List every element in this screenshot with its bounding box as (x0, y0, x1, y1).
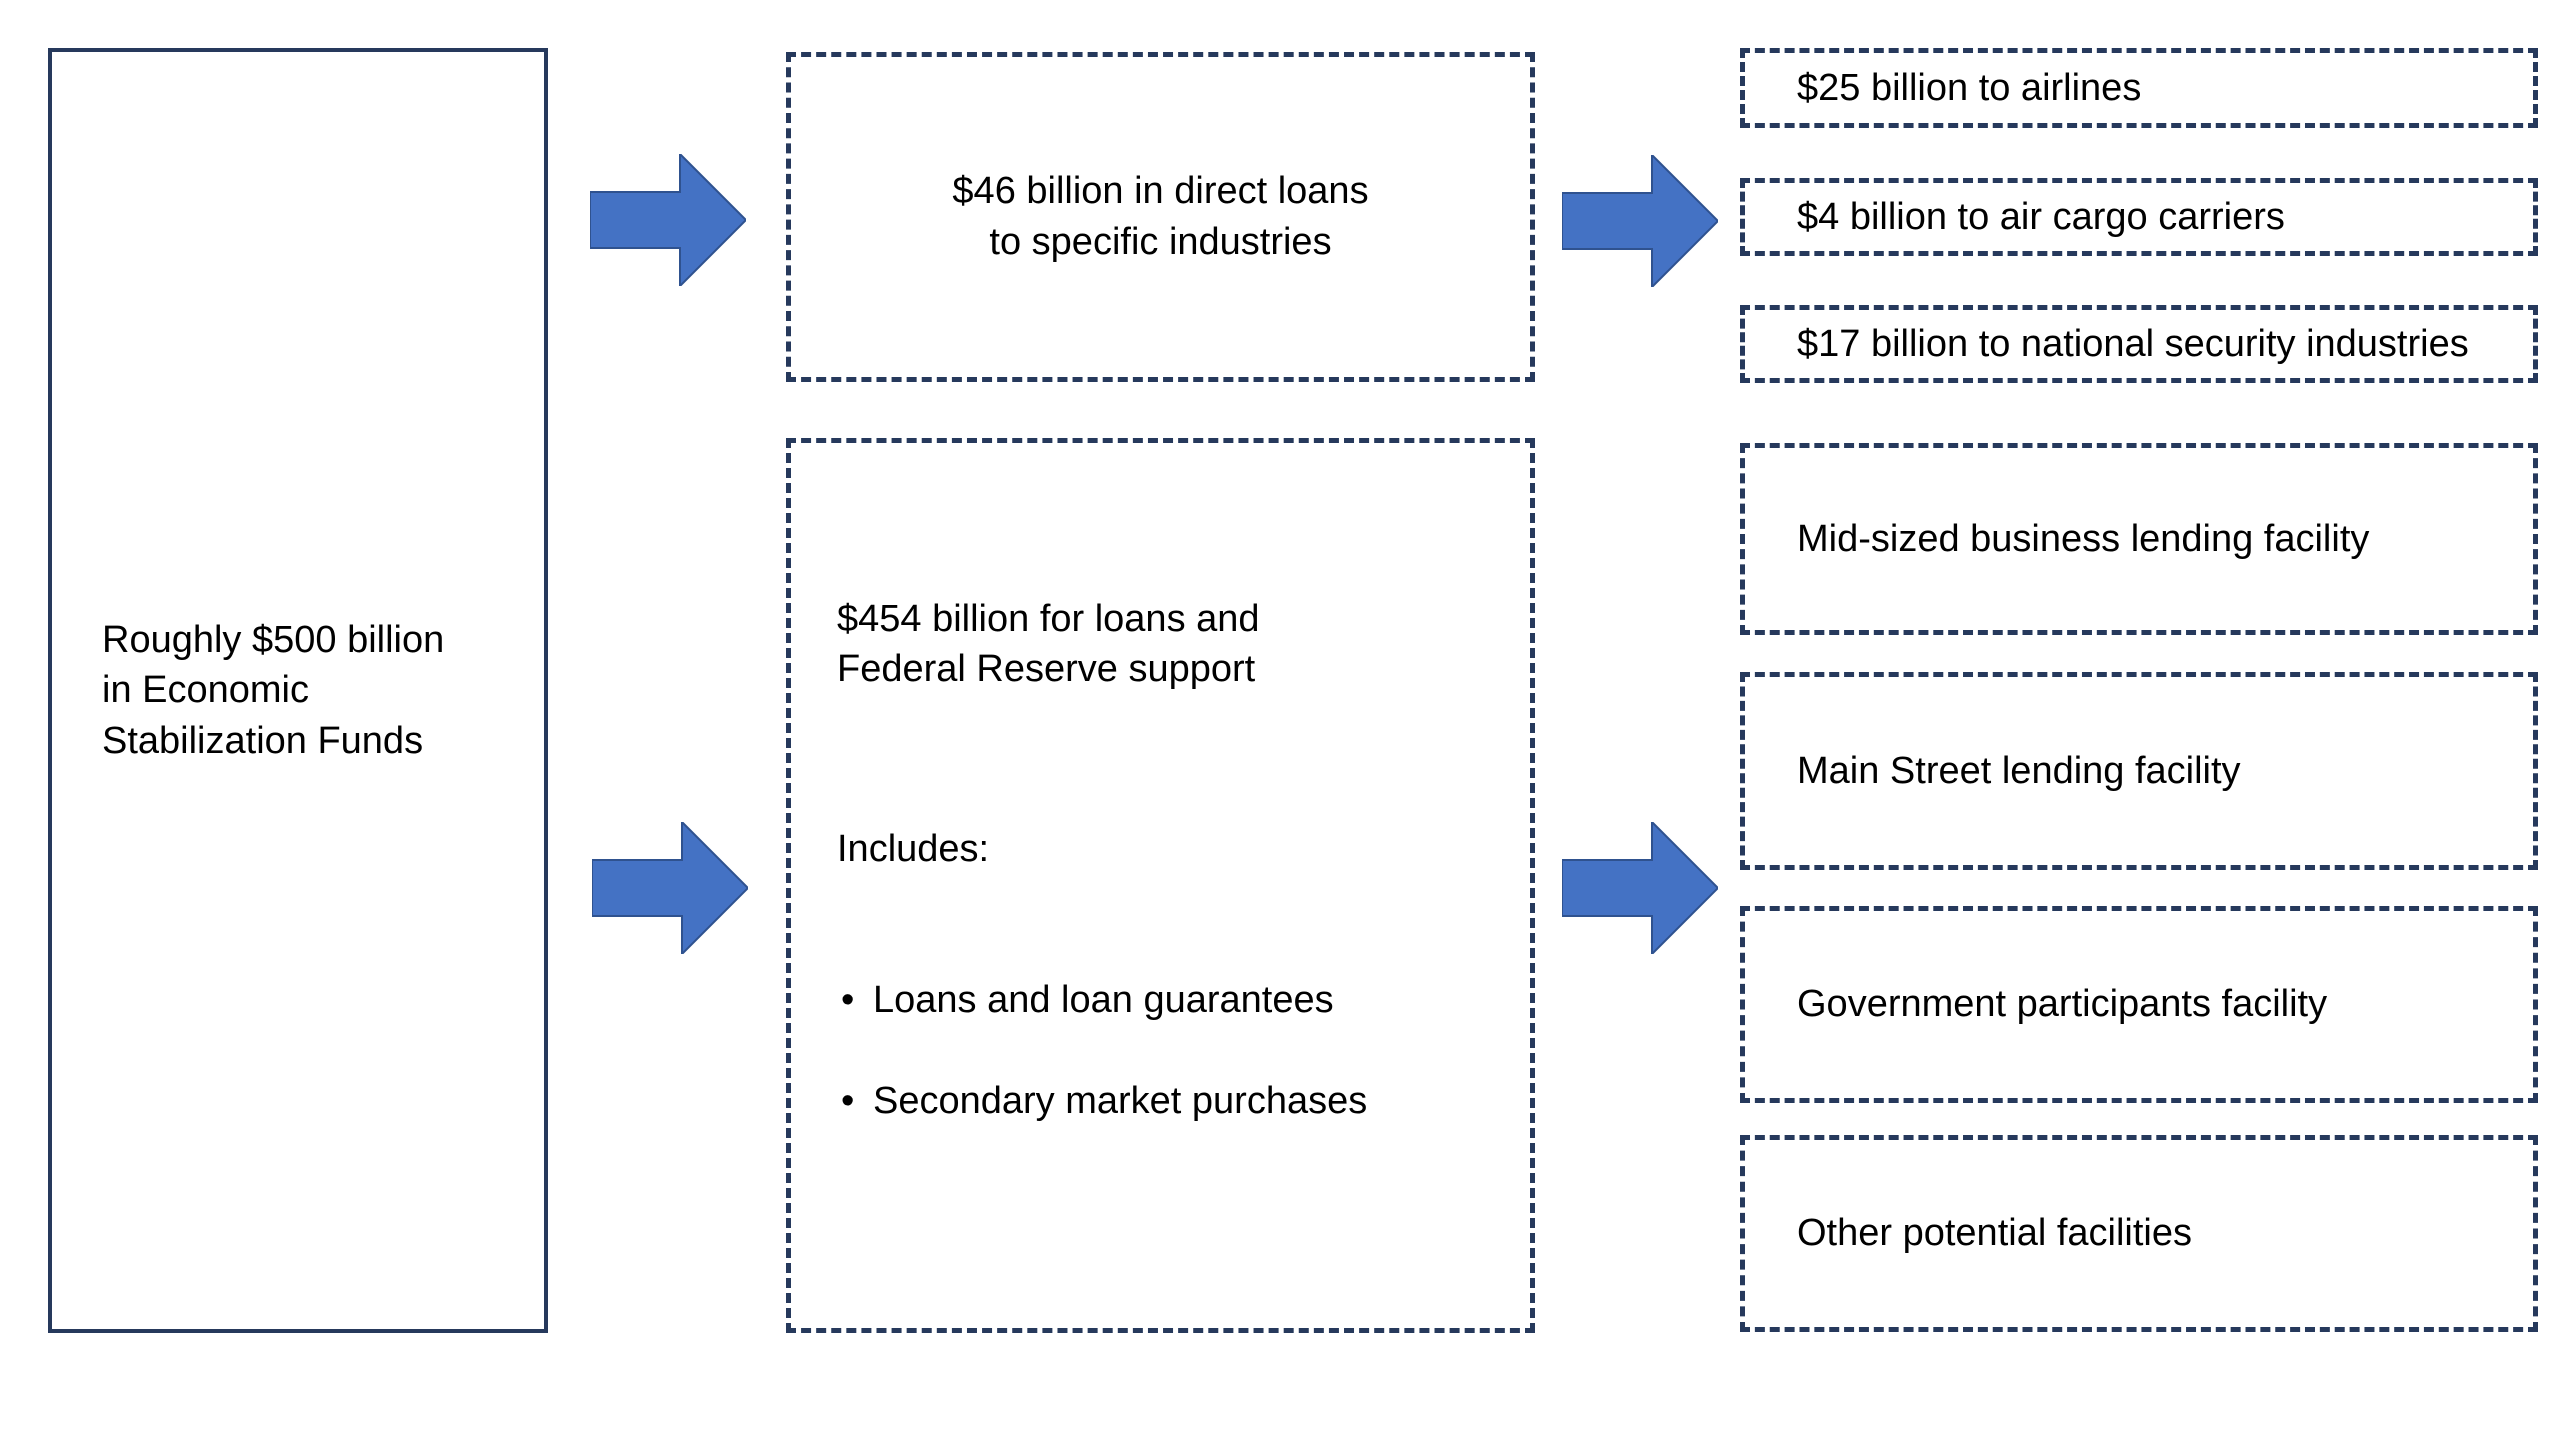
node-government-participants[interactable]: Government participants facility (1740, 906, 2538, 1103)
arrow-direct-loans-to-industries (1562, 155, 1718, 287)
node-label-main-street: Main Street lending facility (1797, 749, 2241, 792)
node-mid-sized-business[interactable]: Mid-sized business lending facility (1740, 443, 2538, 635)
node-direct-loans[interactable]: $46 billion in direct loans to specific … (786, 52, 1535, 382)
list-item: Secondary market purchases (837, 1076, 1484, 1127)
node-economic-stabilization-funds[interactable]: Roughly $500 billion in Economic Stabili… (48, 48, 548, 1333)
node-label-other-potential: Other potential facilities (1797, 1212, 2192, 1255)
node-label-direct-loans: $46 billion in direct loans to specific … (952, 170, 1369, 263)
arrow-master-to-direct-loans (590, 154, 746, 286)
list-item: Loans and loan guarantees (837, 975, 1484, 1026)
node-label-national-security: $17 billion to national security industr… (1797, 322, 2469, 365)
node-airlines[interactable]: $25 billion to airlines (1740, 48, 2538, 128)
node-label-mid-sized-business: Mid-sized business lending facility (1797, 517, 2370, 560)
node-label-economic-stabilization-funds: Roughly $500 billion in Economic Stabili… (102, 618, 445, 762)
node-air-cargo[interactable]: $4 billion to air cargo carriers (1740, 178, 2538, 256)
arrow-master-to-fed-support (592, 822, 748, 954)
node-label-airlines: $25 billion to airlines (1797, 66, 2142, 109)
node-other-potential[interactable]: Other potential facilities (1740, 1135, 2538, 1332)
node-label-air-cargo: $4 billion to air cargo carriers (1797, 195, 2285, 238)
node-national-security[interactable]: $17 billion to national security industr… (1740, 305, 2538, 383)
node-body-fed-support: $454 billion for loans and Federal Reser… (791, 543, 1530, 1228)
node-label-government-participants: Government participants facility (1797, 983, 2328, 1026)
paragraph-spacer (837, 745, 1484, 773)
arrow-fed-support-to-facilities (1562, 822, 1718, 954)
node-fed-support[interactable]: $454 billion for loans and Federal Reser… (786, 438, 1535, 1333)
node-heading-fed-support: $454 billion for loans and Federal Reser… (837, 597, 1260, 691)
fed-support-bullet-list: Loans and loan guarantees Secondary mark… (837, 925, 1484, 1178)
node-main-street[interactable]: Main Street lending facility (1740, 672, 2538, 870)
node-includes-label: Includes: (837, 827, 990, 870)
